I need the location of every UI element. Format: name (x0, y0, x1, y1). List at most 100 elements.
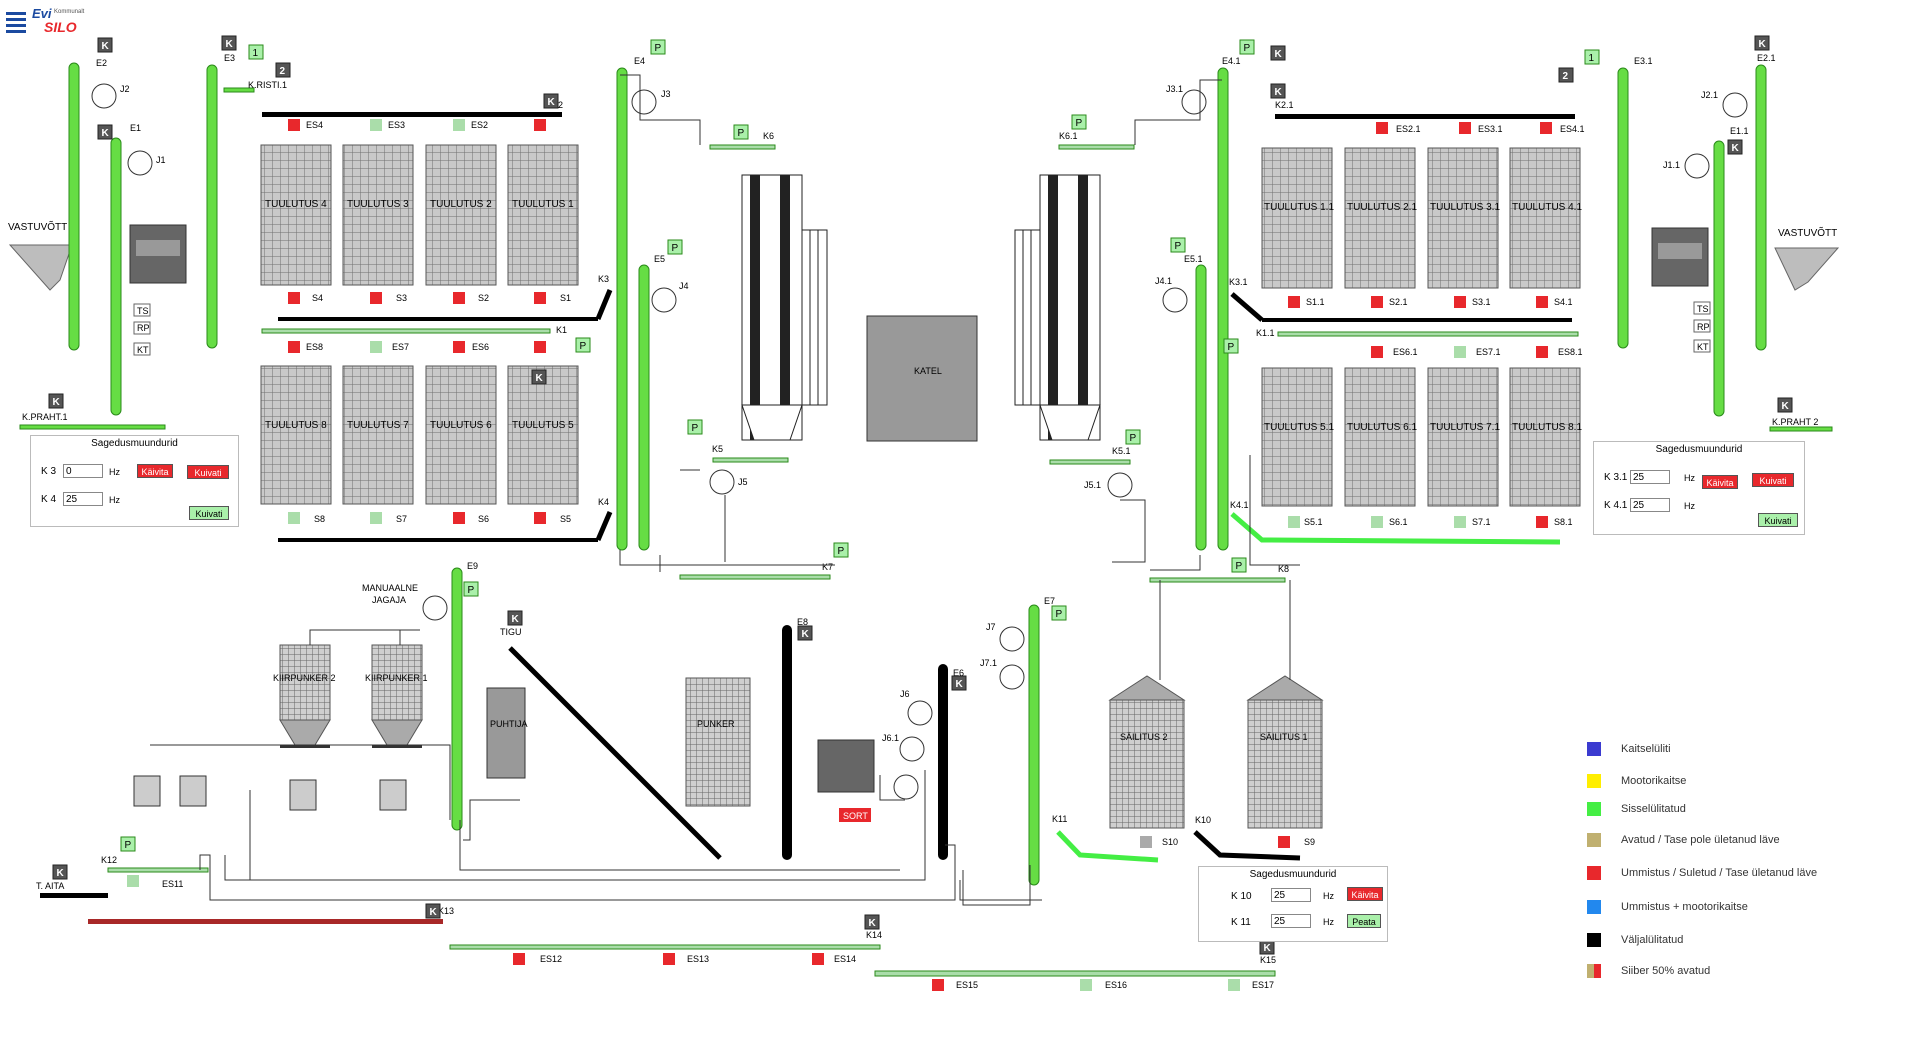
valve-es7[interactable] (370, 341, 382, 353)
conveyor-k4[interactable] (278, 538, 598, 542)
elevator-e41[interactable] (1217, 67, 1229, 551)
distributor-j2[interactable] (91, 83, 117, 109)
p-mode-button[interactable]: P (1125, 429, 1141, 445)
p-mode-button[interactable]: P (733, 124, 749, 140)
valve-es41[interactable] (1540, 122, 1552, 134)
gate-s10[interactable] (1140, 836, 1152, 848)
dryer-button-right[interactable]: Kuivati (1752, 473, 1794, 487)
k-mode-button[interactable]: K (1270, 83, 1286, 99)
p-mode-button[interactable]: P (1051, 605, 1067, 621)
conveyor-k12[interactable] (107, 867, 209, 873)
p-mode-button[interactable]: P (1170, 237, 1186, 253)
conveyor-k14[interactable] (449, 944, 881, 950)
boiler-katel[interactable] (866, 315, 978, 442)
valve-es61[interactable] (1371, 346, 1383, 358)
k-mode-button[interactable]: K (507, 610, 523, 626)
valve-es2[interactable] (453, 119, 465, 131)
distributor-j5[interactable] (709, 469, 735, 495)
bin-tuulutus-7[interactable] (342, 365, 414, 505)
p-mode-button[interactable]: P (650, 39, 666, 55)
level-two-button[interactable]: 2 (1558, 67, 1574, 83)
valve-es14[interactable] (812, 953, 824, 965)
conveyor-k2[interactable] (262, 112, 562, 117)
bin-tuulutus-3[interactable] (342, 144, 414, 286)
gate-s3[interactable] (370, 292, 382, 304)
bin-tuulutus-4-1[interactable] (1509, 147, 1581, 289)
dryer-button-right-2[interactable]: Kuivati (1758, 513, 1798, 527)
k3-hz-input[interactable] (63, 464, 103, 478)
conveyor-k15[interactable] (874, 970, 1276, 977)
p-mode-button[interactable]: P (1071, 114, 1087, 130)
level-one-button[interactable]: 1 (1584, 49, 1600, 65)
distributor-j4[interactable] (651, 287, 677, 313)
distributor-j61[interactable] (899, 736, 925, 762)
distributor-j6b[interactable] (893, 774, 919, 800)
distributor-j6[interactable] (907, 700, 933, 726)
conveyor-k10[interactable] (1193, 830, 1301, 861)
valve-es11[interactable] (127, 875, 139, 887)
p-mode-button[interactable]: P (833, 542, 849, 558)
p-mode-button[interactable]: P (687, 419, 703, 435)
bin-tuulutus-1[interactable] (507, 144, 579, 286)
valve-es4[interactable] (288, 119, 300, 131)
k-mode-button[interactable]: K (221, 35, 237, 51)
valve-es21[interactable] (1376, 122, 1388, 134)
k10-hz-input[interactable] (1271, 888, 1311, 902)
distributor-j1[interactable] (127, 150, 153, 176)
valve-es6[interactable] (453, 341, 465, 353)
elevator-e4[interactable] (616, 67, 628, 551)
valve-es81[interactable] (1536, 346, 1548, 358)
conveyor-kpraht1[interactable] (19, 424, 166, 430)
valve-es5[interactable] (534, 341, 546, 353)
gate-s41[interactable] (1536, 296, 1548, 308)
dryer-button-left-2[interactable]: Kuivati (189, 506, 229, 520)
level-two-button[interactable]: 2 (275, 62, 291, 78)
conveyor-k6[interactable] (709, 144, 776, 150)
conveyor-kristi1[interactable] (223, 87, 255, 93)
k-mode-button[interactable]: K (1270, 45, 1286, 61)
elevator-e31[interactable] (1617, 67, 1629, 349)
auger-tigu[interactable] (508, 646, 722, 860)
distributor-j11[interactable] (1684, 153, 1710, 179)
gate-s61[interactable] (1371, 516, 1383, 528)
k-mode-button[interactable]: K (97, 37, 113, 53)
gate-s2[interactable] (453, 292, 465, 304)
p-mode-button[interactable]: P (1231, 557, 1247, 573)
p-mode-button[interactable]: P (575, 337, 591, 353)
k31-hz-input[interactable] (1630, 470, 1670, 484)
k31-start-button[interactable]: Käivita (1702, 475, 1738, 489)
conveyor-k13[interactable] (88, 919, 443, 924)
elevator-e11[interactable] (1713, 140, 1725, 417)
kiirpunker-2[interactable] (279, 644, 331, 748)
p-mode-button[interactable]: P (120, 836, 136, 852)
valve-es1[interactable] (534, 119, 546, 131)
valve-es17[interactable] (1228, 979, 1240, 991)
elevator-e1[interactable] (110, 137, 122, 416)
conveyor-k41[interactable] (1230, 512, 1561, 545)
k-mode-button[interactable]: K (797, 625, 813, 641)
bin-tuulutus-1-1[interactable] (1261, 147, 1333, 289)
conveyor-k51[interactable] (1049, 459, 1131, 465)
conveyor-k7[interactable] (679, 574, 831, 580)
k-mode-button[interactable]: K (951, 675, 967, 691)
gate-s1[interactable] (534, 292, 546, 304)
k4-hz-input[interactable] (63, 492, 103, 506)
bin-tuulutus-2[interactable] (425, 144, 497, 286)
k-mode-button[interactable]: K (97, 124, 113, 140)
conveyor-k11[interactable] (1277, 331, 1579, 337)
conveyor-kpraht2[interactable] (1769, 426, 1833, 432)
valve-es71[interactable] (1454, 346, 1466, 358)
bin-tuulutus-6[interactable] (425, 365, 497, 505)
k-mode-button[interactable]: K (864, 914, 880, 930)
elevator-e6[interactable] (938, 664, 948, 860)
cleaner-puhtija[interactable] (486, 687, 526, 779)
bunker-punker[interactable] (685, 677, 751, 807)
kiirpunker-1[interactable] (371, 644, 423, 748)
k-mode-button[interactable]: K (48, 393, 64, 409)
gate-s81[interactable] (1536, 516, 1548, 528)
dryer-button-left[interactable]: Kuivati (187, 465, 229, 479)
gate-s71[interactable] (1454, 516, 1466, 528)
k-mode-button[interactable]: K (531, 369, 547, 385)
k-mode-button[interactable]: K (1777, 397, 1793, 413)
gate-s51[interactable] (1288, 516, 1300, 528)
